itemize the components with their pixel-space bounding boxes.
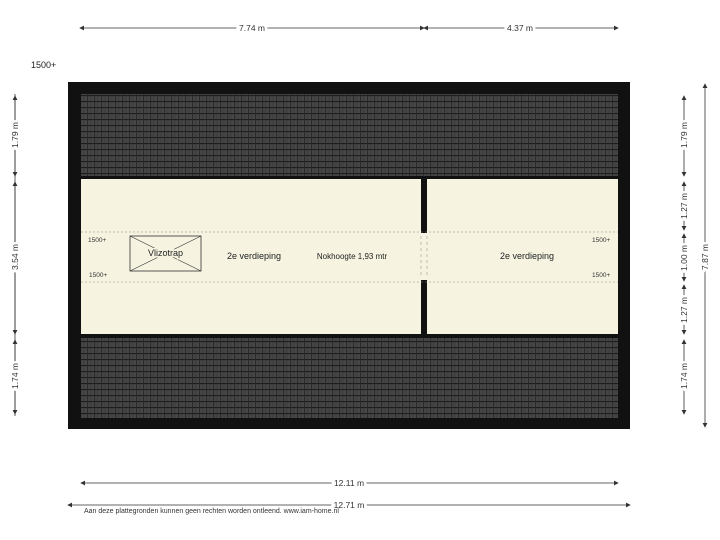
right-dimension-total: 7.87 m bbox=[698, 83, 713, 428]
room-label-right: 2e verdieping bbox=[500, 251, 554, 261]
dim-right-lower-mid: 1.27 m bbox=[679, 297, 689, 323]
attic-stair: Vlizotrap bbox=[129, 235, 202, 272]
door-opening bbox=[421, 233, 427, 280]
partition-wall-upper bbox=[421, 179, 427, 233]
room-left bbox=[81, 179, 421, 334]
height-mark-left-lower: 1500+ bbox=[89, 272, 107, 279]
dim-top-left: 7.74 m bbox=[239, 23, 265, 33]
height-mark-right-lower: 1500+ bbox=[592, 272, 610, 279]
ridge-height-note: Nokhoogte 1,93 mtr bbox=[317, 252, 388, 261]
stair-label: Vlizotrap bbox=[148, 248, 183, 258]
top-dimension-right: 4.37 m bbox=[423, 20, 619, 36]
dim-right-upper-mid: 1.27 m bbox=[679, 193, 689, 219]
dim-left-bottom: 1.74 m bbox=[10, 363, 20, 389]
dim-right-center: 1.00 m bbox=[679, 245, 689, 271]
room-right bbox=[427, 179, 618, 334]
footer-disclaimer: Aan deze plattegronden kunnen geen recht… bbox=[84, 508, 339, 515]
dim-bottom-outer: 12.71 m bbox=[334, 500, 365, 510]
right-dimensions-inner: 1.79 m 1.27 m 1.00 m 1.27 m 1.74 m bbox=[677, 95, 692, 415]
dim-left-top: 1.79 m bbox=[10, 122, 20, 148]
level-label: 1500+ bbox=[31, 60, 56, 70]
dim-right-total: 7.87 m bbox=[700, 244, 710, 270]
room-label-left: 2e verdieping bbox=[227, 251, 281, 261]
roof-bottom bbox=[81, 338, 618, 418]
dim-right-top: 1.79 m bbox=[679, 122, 689, 148]
height-mark-left-upper: 1500+ bbox=[88, 237, 106, 244]
dim-left-middle: 3.54 m bbox=[10, 244, 20, 270]
bottom-dimension-inner: 12.11 m bbox=[80, 475, 619, 491]
dim-top-right: 4.37 m bbox=[507, 23, 533, 33]
roof-top bbox=[81, 94, 618, 176]
height-mark-right-upper: 1500+ bbox=[592, 237, 610, 244]
left-dimensions: 1.79 m 3.54 m 1.74 m bbox=[8, 94, 23, 416]
bottom-dimension-outer: 12.71 m bbox=[67, 497, 631, 513]
top-dimension-left: 7.74 m bbox=[79, 20, 425, 36]
partition-wall-lower bbox=[421, 280, 427, 334]
dim-right-bottom: 1.74 m bbox=[679, 363, 689, 389]
dim-bottom-inner: 12.11 m bbox=[334, 478, 364, 488]
